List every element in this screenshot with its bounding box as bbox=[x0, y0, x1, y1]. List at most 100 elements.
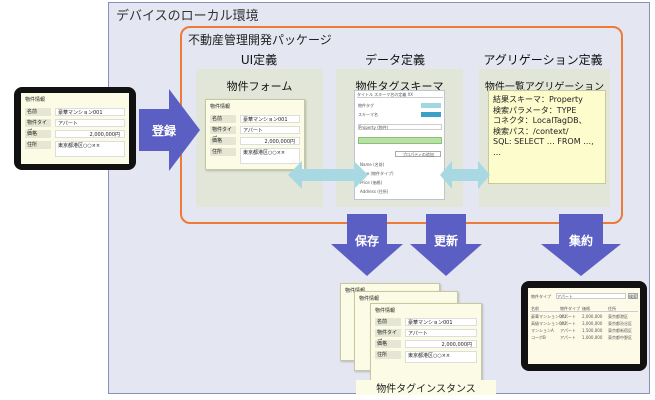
form-label: 名前 bbox=[210, 115, 236, 123]
list-cell: 2,000,000 bbox=[582, 314, 603, 319]
list-col-header: 価格 bbox=[582, 306, 590, 311]
query-line: 検索パス：/context/ bbox=[493, 126, 569, 136]
data-definition-header: データ定義 bbox=[364, 53, 425, 67]
save-arrow bbox=[331, 214, 403, 276]
register-arrow bbox=[139, 89, 200, 171]
form-title: 物件情報 bbox=[359, 296, 380, 302]
list-cell: 豪華マンション001 bbox=[531, 314, 567, 319]
schema-field-label: 物件タグ bbox=[358, 103, 374, 108]
query-line: … bbox=[493, 147, 501, 157]
form-label: 価格 bbox=[375, 340, 401, 348]
list-row: マンションA アパート 1,500,000 東京都新宿区 bbox=[530, 328, 638, 334]
schema-field-bar bbox=[421, 103, 441, 108]
form-value: 東京都港区○○×× bbox=[55, 141, 125, 157]
form-row-name: 名前豪華マンション001 bbox=[210, 115, 300, 124]
form-label: 住所 bbox=[375, 351, 401, 359]
form-label: 価格 bbox=[25, 130, 51, 138]
update-arrow-label: 更新 bbox=[433, 234, 458, 248]
form-value: 豪華マンション001 bbox=[55, 108, 125, 116]
schema-list-item: Type (物件タイプ) bbox=[360, 171, 394, 176]
update-arrow bbox=[410, 214, 482, 276]
form-value: 豪華マンション001 bbox=[240, 115, 300, 123]
form-value: 豪華マンション001 bbox=[405, 318, 477, 326]
query-line: 結果スキーマ：Property bbox=[493, 95, 583, 104]
form-row-name: 名前豪華マンション001 bbox=[375, 318, 477, 327]
list-cell: マンションA bbox=[531, 328, 554, 333]
list-row: 高級マンション002 アパート 3,000,000 東京都渋谷区 bbox=[530, 321, 638, 327]
form-row-address: 住所東京都港区○○×× bbox=[25, 141, 125, 157]
schema-list-item: Name (名前) bbox=[360, 162, 385, 167]
register-arrow-label: 登録 bbox=[151, 124, 176, 138]
query-line: コネクタ：LocalTagDB、 bbox=[493, 116, 587, 125]
list-header: 名前 物件タイプ 価格 住所 bbox=[530, 306, 638, 312]
list-cell: アパート bbox=[560, 321, 576, 326]
schema-list-item: Price (価格) bbox=[360, 180, 383, 185]
instances-label: 物件タグインスタンス bbox=[356, 380, 496, 395]
form-value: 東京都港区○○×× bbox=[405, 351, 477, 363]
list-cell: 高級マンション002 bbox=[531, 321, 567, 326]
form-row-price: 価格 2,000,000円 bbox=[375, 340, 477, 349]
form-row-price: 価格 2,000,000円 bbox=[25, 130, 125, 139]
schema-field-label: スキーマ名 bbox=[358, 112, 378, 117]
right-tablet: 物件タイプ アパート 検索 名前 物件タイプ 価格 住所 豪華マンション001 … bbox=[521, 281, 647, 371]
form-row-price: 価格 2,000,000円 bbox=[210, 137, 300, 146]
aggregate-arrow-label: 集約 bbox=[568, 234, 593, 248]
save-arrow-label: 保存 bbox=[354, 234, 379, 248]
list-cell: アパート bbox=[560, 328, 576, 333]
form-value: 東京都港区○○×× bbox=[240, 148, 300, 164]
form-row-name: 名前豪華マンション001 bbox=[25, 108, 125, 117]
tag-schema-editor-mock: タイトル スキーマ名の定義 XX 物件タグ スキーマ名 Property (物件… bbox=[354, 90, 445, 200]
schema-name-field: Property (物件) bbox=[358, 124, 442, 130]
list-cell: 東京都港区 bbox=[608, 314, 628, 319]
list-cell: 東京都渋谷区 bbox=[608, 321, 632, 326]
form-value: 2,000,000円 bbox=[405, 340, 477, 348]
list-row: コーポB アパート 1,000,000 東京都中野区 bbox=[530, 335, 638, 341]
list-row: 豪華マンション001 アパート 2,000,000 東京都港区 bbox=[530, 314, 638, 320]
aggregation-definition-header: アグリゲーション定義 bbox=[483, 53, 603, 67]
form-value: 2,000,000円 bbox=[240, 137, 300, 145]
form-title: 物件情報 bbox=[25, 97, 46, 103]
filter-value: アパート bbox=[556, 293, 626, 299]
form-label: 住所 bbox=[210, 148, 236, 156]
form-label: 住所 bbox=[25, 141, 51, 149]
package-title: 不動産管理開発パッケージ bbox=[188, 33, 332, 47]
form-label: 名前 bbox=[375, 318, 401, 326]
aggregation-query-box: 結果スキーマ：Property 検索パラメータ：TYPE コネクタ：LocalT… bbox=[488, 90, 606, 184]
aggregate-arrow bbox=[541, 214, 621, 276]
aggregation-panel-title: 物件一覧アグリゲーション bbox=[484, 82, 605, 93]
list-cell: 1,000,000 bbox=[582, 335, 603, 340]
form-title: 物件情報 bbox=[375, 308, 396, 314]
schema-tabs: タイトル スキーマ名の定義 XX bbox=[357, 92, 443, 98]
form-label: 物件タイプ bbox=[210, 126, 236, 142]
list-cell: 1,500,000 bbox=[582, 328, 603, 333]
form-value: アパート bbox=[405, 329, 477, 337]
form-row-address: 住所東京都港区○○×× bbox=[375, 351, 477, 363]
add-property-button: プロパティの追加 bbox=[395, 151, 441, 157]
filter-label: 物件タイプ bbox=[531, 294, 551, 299]
form-title: 物件情報 bbox=[210, 104, 231, 110]
list-cell: 東京都新宿区 bbox=[608, 328, 632, 333]
query-line: 検索パラメータ：TYPE bbox=[493, 105, 577, 115]
schema-tab: XX bbox=[407, 92, 414, 97]
query-line: SQL: SELECT … FROM …, bbox=[493, 137, 594, 146]
form-label: 物件タイプ bbox=[375, 329, 401, 345]
form-value: 2,000,000円 bbox=[55, 130, 125, 138]
list-cell: コーポB bbox=[531, 335, 546, 340]
data-agg-link-arrow bbox=[440, 161, 490, 189]
form-label: 価格 bbox=[210, 137, 236, 145]
form-value: アパート bbox=[240, 126, 300, 134]
schema-progress-bar bbox=[358, 137, 442, 144]
search-button: 検索 bbox=[628, 293, 638, 299]
list-cell: 3,000,000 bbox=[582, 321, 603, 326]
list-cell: アパート bbox=[560, 335, 576, 340]
schema-tab: スキーマ名の定義 bbox=[374, 92, 407, 97]
schema-field-bar bbox=[421, 112, 441, 117]
list-col-header: 住所 bbox=[608, 306, 616, 311]
